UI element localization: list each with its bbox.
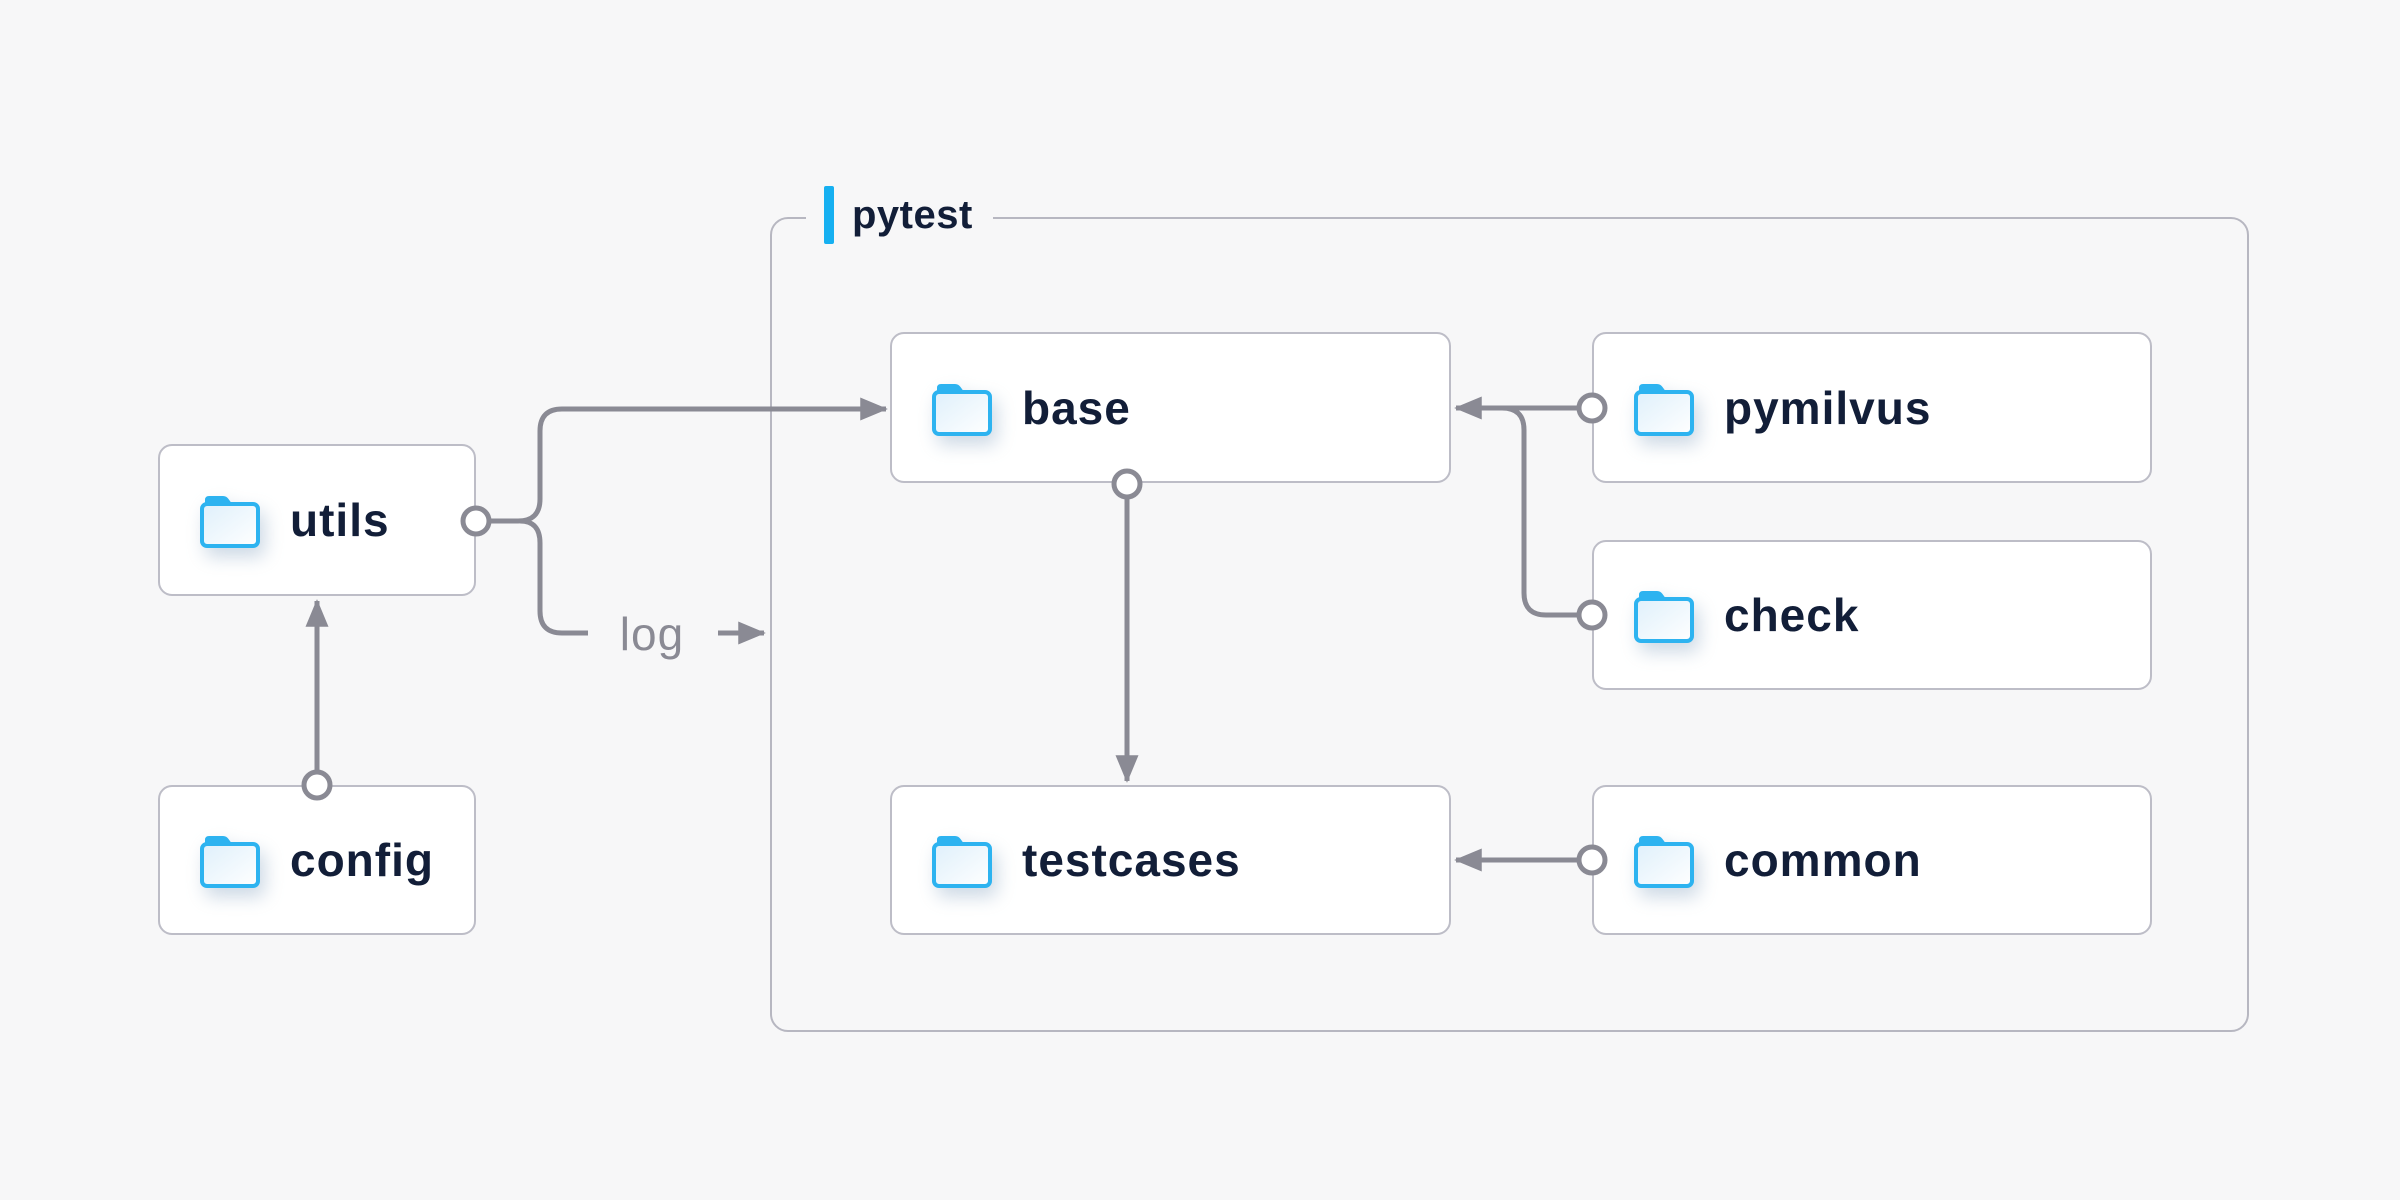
folder-node-label: common bbox=[1724, 834, 1922, 886]
node-config: config bbox=[158, 785, 476, 935]
node-check: check bbox=[1592, 540, 2152, 690]
accent-bar bbox=[824, 186, 834, 244]
folder-icon bbox=[198, 491, 262, 549]
pytest-group-label: pytest bbox=[806, 184, 993, 246]
node-utils: utils bbox=[158, 444, 476, 596]
folder-node-label: config bbox=[290, 834, 434, 886]
folder-icon bbox=[1632, 831, 1696, 889]
folder-node-label: check bbox=[1724, 589, 1860, 641]
pytest-group-label-text: pytest bbox=[852, 192, 973, 237]
folder-icon bbox=[930, 379, 994, 437]
pytest-group-box bbox=[770, 217, 2249, 1032]
folder-node-label: utils bbox=[290, 494, 390, 546]
edge-utils-log bbox=[519, 518, 588, 636]
node-pymilvus: pymilvus bbox=[1592, 332, 2152, 483]
folder-node-label: pymilvus bbox=[1724, 381, 1932, 434]
node-base: base bbox=[890, 332, 1451, 483]
folder-node-label: base bbox=[1022, 381, 1131, 434]
node-testcases: testcases bbox=[890, 785, 1451, 935]
node-common: common bbox=[1592, 785, 2152, 935]
folder-icon bbox=[1632, 586, 1696, 644]
edge-label-log: log bbox=[620, 608, 684, 660]
folder-icon bbox=[198, 831, 262, 889]
folder-icon bbox=[930, 831, 994, 889]
folder-icon bbox=[1632, 379, 1696, 437]
folder-node-label: testcases bbox=[1022, 834, 1241, 886]
